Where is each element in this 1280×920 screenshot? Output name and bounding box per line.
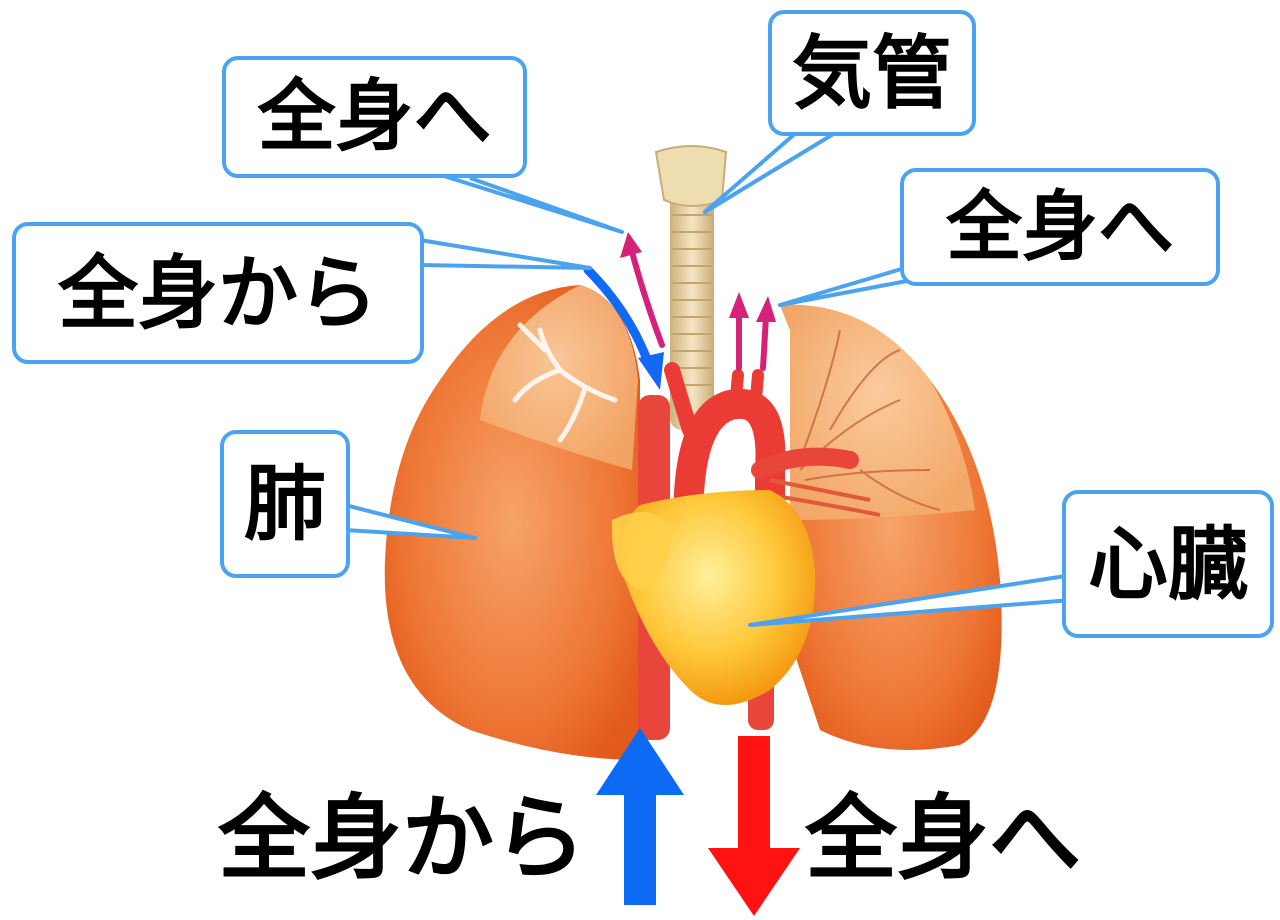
callout-to-body-right-text: 全身へ	[946, 189, 1174, 265]
callout-lung-text: 肺	[244, 463, 326, 545]
callout-from-body-left: 全身から	[12, 222, 424, 364]
blood-to-body-arrowhead-mid	[729, 292, 749, 318]
callout-heart: 心臓	[1062, 490, 1274, 638]
label-to-body-bottom: 全身へ	[805, 792, 1081, 884]
larynx	[656, 146, 726, 206]
callout-tail-to-body-right	[780, 265, 915, 305]
label-from-body-bottom: 全身から	[218, 792, 586, 884]
blood-to-body-arrow-right	[763, 316, 766, 368]
big-to-body-arrow	[708, 736, 800, 916]
blood-from-body-arrowhead	[638, 352, 664, 390]
blood-to-body-arrowhead-left	[620, 232, 642, 258]
callout-to-body-top: 全身へ	[222, 56, 527, 178]
arch-branch-2	[735, 375, 738, 408]
callout-from-body-left-text: 全身から	[58, 253, 378, 333]
callout-trachea: 気管	[768, 10, 976, 136]
callout-tail-from-body-left	[420, 240, 590, 268]
callout-tail-to-body-top	[425, 170, 622, 232]
callout-lung: 肺	[220, 430, 350, 578]
arch-branch-3	[755, 375, 758, 410]
callout-to-body-right: 全身へ	[900, 168, 1220, 286]
callout-heart-text: 心臓	[1088, 524, 1248, 604]
blood-to-body-arrowhead-right	[756, 296, 776, 322]
callout-trachea-text: 気管	[792, 33, 952, 113]
callout-to-body-top-text: 全身へ	[257, 78, 491, 156]
